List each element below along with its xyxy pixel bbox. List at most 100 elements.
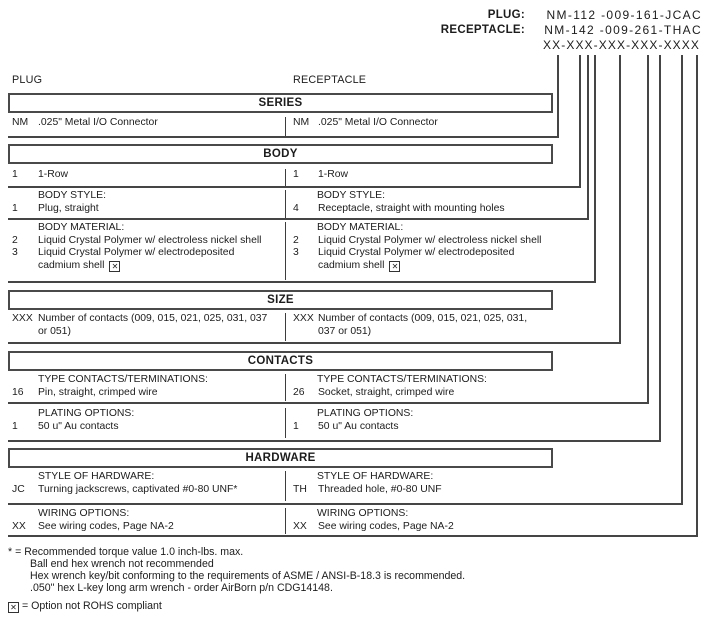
option-desc: 1-Row (318, 169, 349, 180)
series-row: NM.025" Metal I/O Connector NM.025" Meta… (8, 117, 553, 136)
body-row-count: 1 1-Row 1 1-Row (8, 169, 553, 186)
option-group-label: STYLE OF HARDWARE: (38, 471, 155, 482)
option-code: XX (293, 520, 307, 532)
connector-line-body-style (8, 218, 589, 220)
hardware-style-right: STYLE OF HARDWARE: TH Threaded hole, #0-8… (285, 471, 553, 501)
non-rohs-option-icon: ✕ (109, 260, 121, 272)
option-desc: Liquid Crystal Polymer w/ electrodeposit… (318, 247, 515, 272)
option-group-label: PLATING OPTIONS: (317, 408, 414, 419)
option-desc: Liquid Crystal Polymer w/ electroless ni… (38, 234, 262, 246)
option-desc: Pin, straight, crimped wire (38, 386, 158, 398)
wiring-options-row: WIRING OPTIONS: XX See wiring codes, Page… (8, 508, 553, 534)
hardware-style-row: STYLE OF HARDWARE: JC Turning jackscrews,… (8, 471, 553, 501)
option-code: 1 (293, 420, 299, 432)
option-code: 1 (293, 169, 299, 180)
non-rohs-option-icon: ✕ (8, 602, 19, 613)
option-code: 3 (293, 247, 299, 259)
connector-line-body-row (8, 186, 581, 188)
option-desc: .025" Metal I/O Connector (318, 117, 438, 128)
section-title-body: BODY (8, 144, 553, 164)
section-title-contacts: CONTACTS (8, 351, 553, 371)
option-group-label: BODY MATERIAL: (38, 222, 125, 233)
option-desc: Plug, straight (38, 202, 99, 214)
connector-drop-plating (659, 55, 661, 442)
body-row-right: 1 1-Row (285, 169, 553, 186)
section-title-hardware: HARDWARE (8, 448, 553, 468)
connector-line-series (8, 136, 559, 138)
option-code: XXX (12, 313, 33, 324)
connector-line-wiring (8, 535, 698, 537)
option-code: XX (12, 520, 26, 532)
section-title-series: SERIES (8, 93, 553, 113)
option-group-label: WIRING OPTIONS: (38, 508, 130, 519)
option-desc: 1-Row (38, 169, 69, 180)
connector-line-size (8, 342, 621, 344)
contacts-type-left: TYPE CONTACTS/TERMINATIONS: 16 Pin, strai… (8, 374, 285, 401)
footnote-rohs: ✕= Option not ROHS compliant (8, 600, 162, 613)
body-style-left: BODY STYLE: 1 Plug, straight (8, 190, 285, 218)
plug-part-number-value: NM-112 -009-161-JCAC (546, 8, 702, 22)
connector-drop-size (619, 55, 621, 344)
part-number-mask: XX-XXX-XXX-XXX-XXXX (543, 38, 700, 52)
body-style-row: BODY STYLE: 1 Plug, straight BODY STYLE: … (8, 190, 553, 218)
option-desc: Threaded hole, #0-80 UNF (318, 483, 442, 495)
connector-drop-hardware-style (681, 55, 683, 505)
option-code: TH (293, 483, 307, 495)
option-group-label: TYPE CONTACTS/TERMINATIONS: (38, 374, 208, 385)
footnote-lkey: .050" hex L-key long arm wrench - order … (30, 582, 333, 594)
right-column-label: RECEPTACLE (293, 74, 367, 86)
connector-line-hardware-style (8, 503, 683, 505)
option-code: 1 (12, 202, 18, 214)
series-right: NM.025" Metal I/O Connector (285, 117, 553, 136)
receptacle-part-number-value: NM-142 -009-261-THAC (544, 23, 702, 37)
receptacle-part-number-label: RECEPTACLE: (440, 24, 525, 36)
option-desc: Turning jackscrews, captivated #0-80 UNF… (38, 483, 238, 495)
connector-drop-wiring (696, 55, 698, 537)
option-desc: Receptacle, straight with mounting holes (318, 202, 505, 214)
option-group-label: BODY STYLE: (38, 190, 106, 201)
connector-drop-body-style (587, 55, 589, 220)
option-code: XXX (293, 313, 314, 324)
footnote-ball-end: Ball end hex wrench not recommended (30, 558, 214, 570)
option-group-label: STYLE OF HARDWARE: (317, 471, 434, 482)
option-desc: Liquid Crystal Polymer w/ electroless ni… (318, 234, 542, 246)
non-rohs-option-icon: ✕ (389, 260, 401, 272)
option-group-label: BODY MATERIAL: (317, 222, 404, 233)
option-code: 4 (293, 202, 299, 214)
connector-line-plating (8, 440, 661, 442)
contacts-type-row: TYPE CONTACTS/TERMINATIONS: 16 Pin, strai… (8, 374, 553, 401)
footnote-hex-wrench: Hex wrench key/bit conforming to the req… (30, 570, 466, 582)
option-code: 1 (12, 169, 18, 180)
option-desc: .025" Metal I/O Connector (38, 117, 158, 128)
option-code: 3 (12, 247, 18, 259)
option-code: 16 (12, 386, 24, 398)
series-left: NM .025" Metal I/O Connector (8, 117, 285, 136)
option-desc: See wiring codes, Page NA-2 (318, 520, 454, 532)
connector-drop-contact-type (647, 55, 649, 404)
connector-line-body-material (8, 281, 596, 283)
option-desc: Socket, straight, crimped wire (318, 386, 455, 398)
option-group-label: WIRING OPTIONS: (317, 508, 409, 519)
option-code: 1 (12, 420, 18, 432)
hardware-style-left: STYLE OF HARDWARE: JC Turning jackscrews,… (8, 471, 285, 501)
plug-part-number-label: PLUG: (487, 9, 525, 21)
option-code: NM (12, 117, 29, 128)
option-group-label: PLATING OPTIONS: (38, 408, 135, 419)
footnote-torque: * = Recommended torque value 1.0 inch-lb… (8, 546, 244, 558)
option-code: 26 (293, 386, 305, 398)
body-row-left: 1 1-Row (8, 169, 285, 186)
section-title-size: SIZE (8, 290, 553, 310)
wiring-right: WIRING OPTIONS: XX See wiring codes, Page… (285, 508, 553, 534)
connector-drop-series (557, 55, 559, 138)
option-code: JC (12, 483, 25, 495)
option-desc: Liquid Crystal Polymer w/ electrodeposit… (38, 247, 235, 272)
